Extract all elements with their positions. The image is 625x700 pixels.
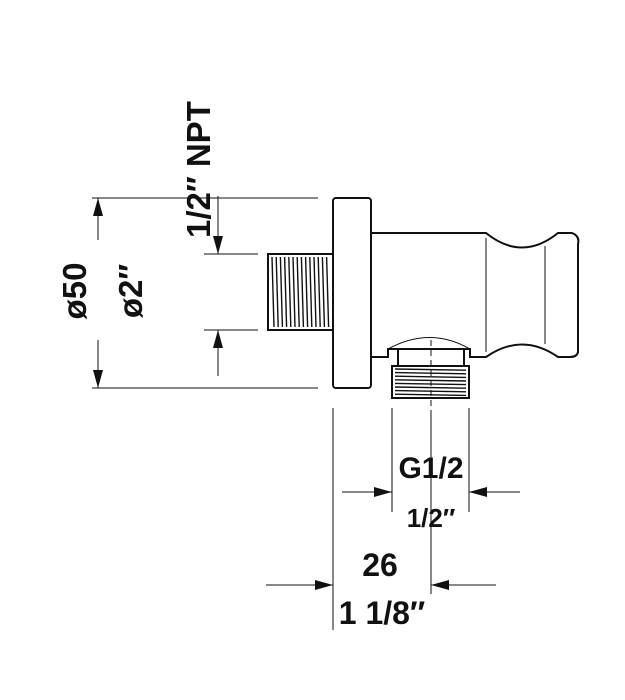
thread-line [394, 386, 467, 389]
thread-line [313, 256, 317, 328]
depth-mm-label: 26 [362, 547, 398, 583]
depth-in-label: 1 1/8″ [339, 595, 426, 631]
g12-arrow-left [374, 487, 392, 497]
thread-line [321, 256, 326, 328]
thread-line [283, 256, 288, 328]
npt-arrow-bottom [213, 330, 223, 348]
extension-lines [92, 197, 470, 630]
thread-line [300, 256, 305, 328]
thread-line [325, 256, 330, 328]
g12-arrow-right [469, 487, 487, 497]
diameter-arrow-top [93, 198, 103, 216]
thread-line [275, 256, 279, 328]
flange-diameter-in-label: ø2″ [112, 264, 149, 319]
elbow-body [370, 232, 580, 358]
thread-line [304, 256, 309, 328]
thread-line [292, 256, 296, 328]
inlet-thread-body [267, 253, 334, 331]
depth-arrow-left [315, 580, 333, 590]
outlet-thread-metric-label: G1/2 [398, 452, 463, 485]
dimension-labels: 1/2″ NPT ø50 ø2″ G1/2 1/2″ 26 1 1/8″ [56, 101, 464, 631]
wall-flange [332, 197, 372, 389]
thread-line [317, 256, 321, 328]
dimension-lines [93, 196, 520, 590]
outlet-shoulder [387, 337, 471, 350]
thread-line [271, 256, 275, 328]
diameter-arrow-bottom [93, 370, 103, 388]
thread-line [309, 256, 313, 328]
npt-arrow-top [213, 236, 223, 254]
thread-line [279, 256, 284, 328]
thread-line [394, 375, 467, 379]
outlet-thread-in-label: 1/2″ [407, 503, 456, 533]
thread-line [288, 256, 292, 328]
flange-diameter-mm-label: ø50 [56, 263, 93, 320]
npt-label: 1/2″ NPT [180, 101, 217, 238]
depth-arrow-right [431, 580, 449, 590]
inlet-thread-lines [271, 256, 330, 328]
thread-line [394, 368, 467, 371]
wall-elbow-part [267, 197, 580, 412]
thread-line [296, 256, 300, 328]
